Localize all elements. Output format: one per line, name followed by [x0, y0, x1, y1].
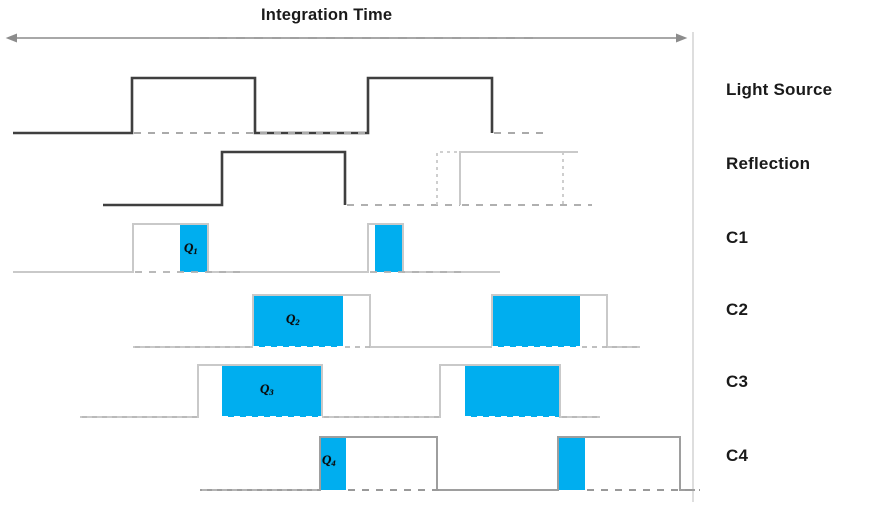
charge-label-q3: Q3: [260, 381, 274, 397]
integration-time-title: Integration Time: [261, 6, 393, 24]
c1-charge-fill-1: [180, 224, 208, 272]
c3-charge-fill-2: [465, 365, 560, 417]
row-label-c2: C2: [726, 300, 749, 319]
c3-trace: [80, 364, 600, 418]
c2-charge-fill-2: [492, 295, 580, 347]
charge-label-q3-sub: 3: [269, 387, 274, 397]
reflection-trace-solid: [103, 150, 347, 207]
reflection-ghost-rise-dotted: [436, 151, 460, 205]
c4-charge-fill-2: [558, 437, 585, 490]
c4-charge-fill-1: [320, 437, 346, 490]
charge-label-q4-base: Q: [322, 452, 332, 467]
charge-label-q1-sub: 1: [193, 246, 198, 256]
c4-trace: [200, 436, 695, 491]
c2-charge-fill-1: [253, 295, 343, 347]
charge-label-q2: Q2: [286, 311, 300, 327]
c1-trace: [13, 223, 500, 273]
charge-label-q2-base: Q: [286, 311, 296, 326]
row-label-light-source: Light Source: [726, 80, 833, 99]
waveform-light-source: [13, 76, 545, 135]
c3-charge-fill-1: [222, 365, 322, 417]
charge-label-q1: Q1: [184, 240, 198, 256]
waveform-reflection: [103, 150, 592, 207]
charge-label-q4: Q4: [322, 452, 336, 468]
c1-charge-fill-2: [375, 224, 403, 272]
charge-label-q2-sub: 2: [295, 317, 300, 327]
row-label-c1: C1: [726, 228, 749, 247]
reflection-ghost-pulse: [459, 151, 578, 205]
c2-trace: [133, 294, 640, 348]
waveform-c1: [13, 223, 500, 273]
row-label-c4: C4: [726, 446, 749, 465]
row-label-reflection: Reflection: [726, 154, 811, 173]
charge-label-q4-sub: 4: [331, 458, 336, 468]
waveform-c4: [200, 436, 700, 491]
light-source-trace: [13, 76, 494, 135]
charge-label-q3-base: Q: [260, 381, 270, 396]
waveform-c3: [80, 364, 600, 418]
row-label-c3: C3: [726, 372, 749, 391]
waveform-c2: [133, 294, 640, 348]
charge-label-q1-base: Q: [184, 240, 194, 255]
